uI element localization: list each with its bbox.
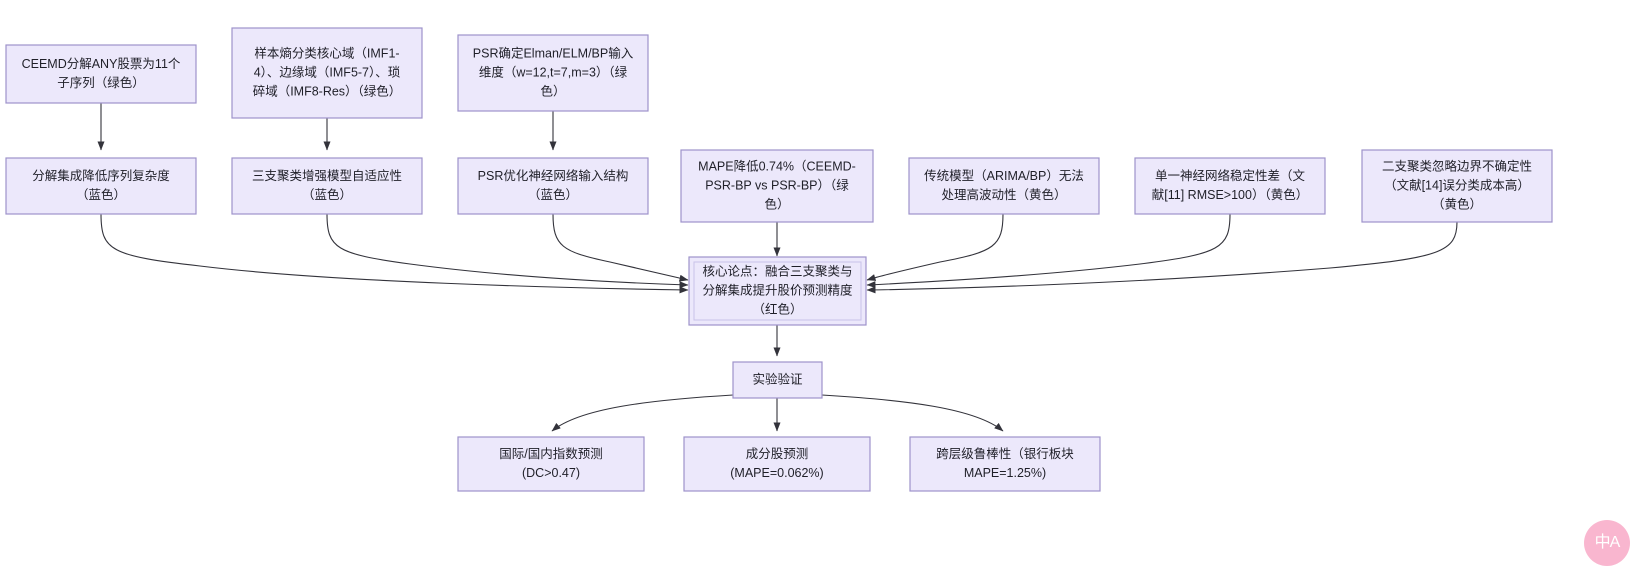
- node-psr-input-dimension-line-1: PSR确定Elman/ELM/BP输入: [473, 45, 634, 60]
- node-psr-input-dimension-line-3: 色）: [540, 83, 565, 98]
- edge-layer: [97, 103, 1458, 432]
- node-single-network-instability-box: [1134, 157, 1326, 215]
- node-index-forecast[interactable]: 国际/国内指数预测 (DC>0.47): [457, 436, 645, 492]
- node-two-way-clustering-boundary[interactable]: 二支聚类忽略边界不确定性 （文献[14]误分类成本高） （黄色）: [1361, 149, 1553, 223]
- node-ceemd-decompose-line-1: CEEMD分解ANY股票为11个: [22, 57, 181, 71]
- edge-n4-to-core: [100, 213, 689, 294]
- edge-n9-to-core: [866, 213, 1231, 289]
- node-three-way-clustering-adaptive-line-2: （蓝色）: [302, 187, 352, 202]
- edge-exp-to-b1: [551, 394, 734, 432]
- node-mape-reduction-line-1: MAPE降低0.74%（CEEMD-: [698, 159, 856, 173]
- node-cross-level-robustness-box: [909, 436, 1101, 492]
- node-psr-optimize-structure-box: [457, 157, 649, 215]
- node-experiment-verification[interactable]: 实验验证: [732, 361, 823, 399]
- node-psr-optimize-structure[interactable]: PSR优化神经网络输入结构 （蓝色）: [457, 157, 649, 215]
- node-mape-reduction-line-2: PSR-BP vs PSR-BP）（绿: [705, 177, 849, 192]
- node-psr-input-dimension-box: [457, 34, 649, 112]
- edge-n10-to-core: [866, 221, 1458, 294]
- node-sample-entropy-domains-line-3: 碎域（IMF8-Res）（绿色）: [253, 83, 402, 98]
- node-sample-entropy-domains-line-1: 样本熵分类核心域（IMF1-: [254, 45, 399, 60]
- node-single-network-instability-line-2: 献[11] RMSE>100）（黄色）: [1152, 187, 1308, 202]
- node-ceemd-decompose-box: [5, 44, 197, 104]
- node-core-argument-line-1: 核心论点：融合三支聚类与: [702, 263, 852, 278]
- node-reduce-complexity-box: [5, 157, 197, 215]
- node-single-network-instability[interactable]: 单一神经网络稳定性差（文献[11] RMSE>100）（黄色）: [1134, 157, 1326, 215]
- watermark-label: 中A: [1594, 534, 1621, 551]
- node-cross-level-robustness-line-1: 跨层级鲁棒性（银行板块: [936, 447, 1074, 461]
- node-traditional-model-limit-box: [908, 157, 1100, 215]
- node-ceemd-decompose-line-2: 子序列（绿色）: [57, 75, 145, 90]
- node-index-forecast-line-2: (DC>0.47): [522, 466, 580, 480]
- node-index-forecast-line-1: 国际/国内指数预测: [499, 446, 602, 461]
- edge-n5-to-core: [326, 213, 689, 289]
- node-cross-level-robustness-line-2: MAPE=1.25%): [964, 466, 1046, 480]
- node-mape-reduction-line-3: 色）: [764, 196, 789, 211]
- node-two-way-clustering-boundary-line-1: 二支聚类忽略边界不确定性: [1382, 158, 1532, 173]
- node-single-network-instability-line-1: 单一神经网络稳定性差（文: [1155, 168, 1306, 183]
- edge-exp-to-b3: [821, 394, 1004, 432]
- node-three-way-clustering-adaptive[interactable]: 三支聚类增强模型自适应性 （蓝色）: [231, 157, 423, 215]
- node-sample-entropy-domains-box: [231, 27, 423, 119]
- node-constituent-stock-forecast-line-1: 成分股预测: [746, 447, 809, 461]
- edge-n6-to-core: [552, 213, 689, 282]
- edge-n8-to-core: [866, 213, 1004, 281]
- node-core-argument-line-2: 分解集成提升股价预测精度: [702, 282, 853, 297]
- node-experiment-verification-line-1: 实验验证: [752, 371, 803, 386]
- core-node-inner-frame: [693, 261, 862, 321]
- node-traditional-model-limit-line-2: 处理高波动性（黄色）: [941, 187, 1066, 202]
- node-three-way-clustering-adaptive-box: [231, 157, 423, 215]
- node-constituent-stock-forecast-box: [683, 436, 871, 492]
- node-two-way-clustering-boundary-box: [1361, 149, 1553, 223]
- node-constituent-stock-forecast-line-2: (MAPE=0.062%): [730, 466, 823, 480]
- node-experiment-verification-box: [732, 361, 823, 399]
- node-constituent-stock-forecast[interactable]: 成分股预测 (MAPE=0.062%): [683, 436, 871, 492]
- watermark-badge: 中A: [1584, 520, 1630, 566]
- node-two-way-clustering-boundary-line-3: （黄色）: [1432, 196, 1482, 211]
- node-psr-optimize-structure-line-1: PSR优化神经网络输入结构: [478, 168, 629, 183]
- node-core-argument-line-3: （红色）: [752, 301, 802, 316]
- node-reduce-complexity[interactable]: 分解集成降低序列复杂度 （蓝色）: [5, 157, 197, 215]
- node-cross-level-robustness[interactable]: 跨层级鲁棒性（银行板块 MAPE=1.25%): [909, 436, 1101, 492]
- node-mape-reduction-box: [680, 149, 874, 223]
- node-psr-input-dimension-line-2: 维度（w=12,t=7,m=3）（绿: [479, 64, 628, 79]
- node-sample-entropy-domains-line-2: 4）、边缘域（IMF5-7）、琐: [254, 64, 401, 79]
- node-index-forecast-box: [457, 436, 645, 492]
- node-two-way-clustering-boundary-line-2: （文献[14]误分类成本高）: [1384, 177, 1530, 192]
- node-reduce-complexity-line-1: 分解集成降低序列复杂度: [32, 168, 170, 183]
- node-traditional-model-limit-line-1: 传统模型（ARIMA/BP）无法: [924, 168, 1084, 183]
- node-sample-entropy-domains[interactable]: 样本熵分类核心域（IMF1- 4）、边缘域（IMF5-7）、琐碎域（IMF8-Re…: [231, 27, 423, 119]
- node-reduce-complexity-line-2: （蓝色）: [76, 187, 126, 202]
- node-mape-reduction[interactable]: MAPE降低0.74%（CEEMD- PSR-BP vs PSR-BP）（绿色）: [680, 149, 874, 223]
- node-psr-optimize-structure-line-2: （蓝色）: [528, 187, 578, 202]
- node-three-way-clustering-adaptive-line-1: 三支聚类增强模型自适应性: [252, 168, 402, 183]
